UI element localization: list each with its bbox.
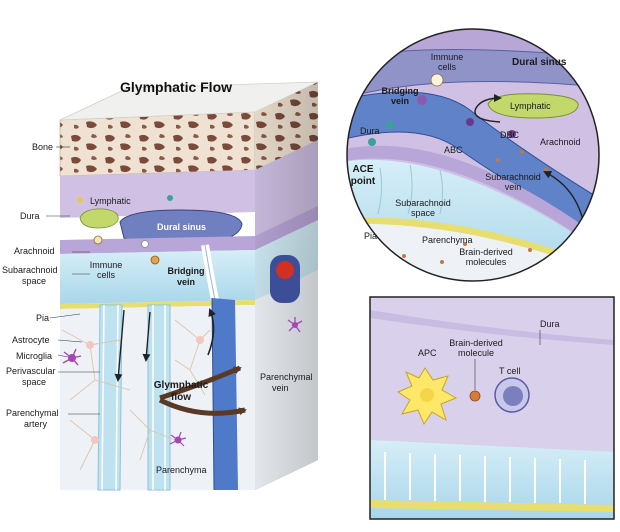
box-label-dura: Dura — [540, 319, 560, 329]
inset-label-dbc: DBC — [500, 130, 520, 140]
tissue-block — [46, 81, 319, 491]
inset-label-dural-sinus: Dural sinus — [512, 57, 567, 68]
leader-lines — [46, 146, 100, 415]
label-dura: Dura — [20, 211, 40, 221]
box-label-brain-derived-2: molecule — [457, 348, 495, 358]
label-dural-sinus: Dural sinus — [157, 222, 207, 232]
inset-arachnoid — [347, 145, 599, 258]
inset-box-border — [369, 296, 615, 520]
label-immune-cells-1: Immune — [89, 260, 123, 270]
inset-label-abc: ABC — [444, 145, 463, 155]
label-parenchymal-vein-1: Parenchymal — [260, 372, 313, 382]
inset-circle-border — [346, 28, 600, 282]
label-astrocyte: Astrocyte — [12, 335, 50, 345]
inset-label-pia: Pia — [364, 231, 378, 241]
inset-label-parenchyma: Parenchyma — [422, 235, 473, 245]
flow-arrow-up — [207, 308, 216, 356]
label-glymphatic-flow-2: flow — [171, 392, 191, 403]
immune-cell — [77, 195, 173, 265]
box-label-apc: APC — [418, 348, 437, 358]
box-label-brain-derived-1: Brain-derived — [449, 338, 503, 348]
inset-label-bridging-vein-2: vein — [390, 96, 409, 106]
box-csf-band — [370, 440, 614, 519]
inset-label-lymphatic: Lymphatic — [510, 101, 551, 111]
bone-layer — [59, 111, 256, 177]
label-lymphatic: Lymphatic — [90, 196, 131, 206]
inset-label-subarachnoid-space-2: space — [410, 208, 436, 218]
inset-label-arachnoid: Arachnoid — [540, 137, 581, 147]
label-microglia: Microglia — [16, 351, 53, 361]
inset-label-subarachnoid-space-1: Subarachnoid — [395, 198, 451, 208]
inset-label-ace-point-2: point — [350, 176, 376, 187]
inset-bridging-vein — [347, 91, 599, 241]
label-parenchymal-artery-1: Parenchymal — [6, 408, 59, 418]
dura-layer — [60, 170, 255, 218]
inset-arrow-lymphatic — [474, 94, 502, 123]
box-label-t-cell: T cell — [499, 366, 521, 376]
brain-derived-molecule — [469, 390, 481, 402]
parenchymal-vein — [212, 298, 238, 490]
zoom-inset-box — [370, 297, 614, 519]
glymphatic-flow-arrow-2 — [158, 397, 247, 416]
label-perivascular-2: space — [22, 377, 47, 387]
lymphatic-vessel — [79, 208, 119, 229]
inset-label-dura: Dura — [360, 126, 380, 136]
microglia-cell — [62, 348, 82, 366]
label-immune-cells-2: cells — [96, 270, 115, 280]
inset-lymphatic — [487, 93, 579, 119]
label-parenchymal-artery-2: artery — [24, 419, 48, 429]
label-bridging-vein-1: Bridging — [167, 266, 205, 276]
label-bone: Bone — [32, 142, 54, 152]
microglia-parenchyma — [169, 431, 187, 447]
inset-label-subarachnoid-vein-1: Subarachnoid — [485, 172, 541, 182]
page-title: Glymphatic Flow — [120, 79, 233, 95]
inset-label-immune-cells-2: cells — [437, 62, 456, 72]
inset-label-brain-derived-2: molecules — [465, 257, 507, 267]
label-glymphatic-flow-1: Glymphatic — [153, 380, 209, 391]
label-subarachnoid-2: space — [22, 276, 47, 286]
glymphatic-flow-arrow-1 — [159, 365, 242, 401]
label-arachnoid: Arachnoid — [14, 246, 55, 256]
inset-label-brain-derived-1: Brain-derived — [459, 247, 513, 257]
inset-label-bridging-vein-1: Bridging — [381, 86, 419, 96]
label-perivascular-1: Perivascular — [6, 366, 56, 376]
box-pia — [370, 500, 614, 512]
inset-label-ace-point-1: ACE — [352, 164, 374, 175]
inset-dural-sinus — [347, 48, 599, 99]
label-pia: Pia — [36, 313, 50, 323]
label-parenchyma: Parenchyma — [156, 465, 207, 475]
flow-arrow-down-mid — [142, 311, 151, 362]
flow-arrow-down-left — [114, 309, 125, 382]
label-subarachnoid-1: Subarachnoid — [2, 265, 58, 275]
label-bridging-vein-2: vein — [176, 277, 195, 287]
inset-label-subarachnoid-vein-2: vein — [504, 182, 522, 192]
inset-label-immune-cells-1: Immune — [430, 52, 464, 62]
zoom-inset-circle — [347, 29, 599, 281]
label-parenchymal-vein-2: vein — [272, 383, 289, 393]
